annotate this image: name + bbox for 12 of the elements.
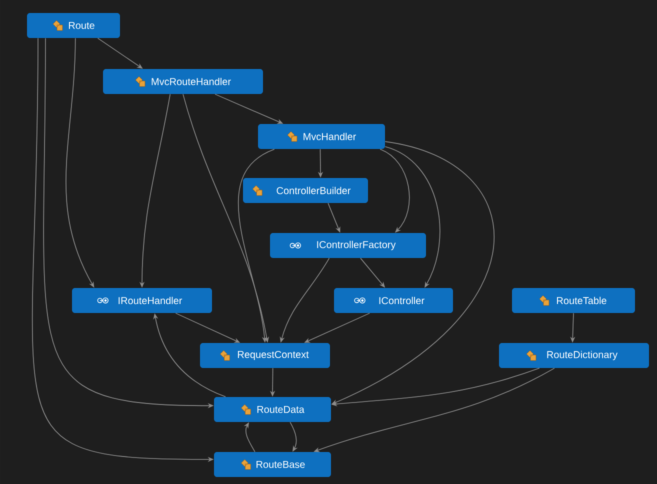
class-box: MvcHandler xyxy=(258,124,385,149)
interface-box: IController xyxy=(334,288,453,313)
class-box: RequestContext xyxy=(200,342,330,368)
interface-box: IControllerFactory xyxy=(270,233,426,258)
interface-box: IRouteHandler xyxy=(72,288,212,313)
class-box: ControllerBuilder xyxy=(243,178,368,203)
class-box: RouteTable xyxy=(512,288,635,313)
class-box: Route xyxy=(27,13,120,38)
class-box: MvcRouteHandler xyxy=(103,69,263,94)
class-box: RouteDictionary xyxy=(499,342,649,368)
class-box: RouteData xyxy=(214,396,331,422)
class-box: RouteBase xyxy=(214,452,331,477)
